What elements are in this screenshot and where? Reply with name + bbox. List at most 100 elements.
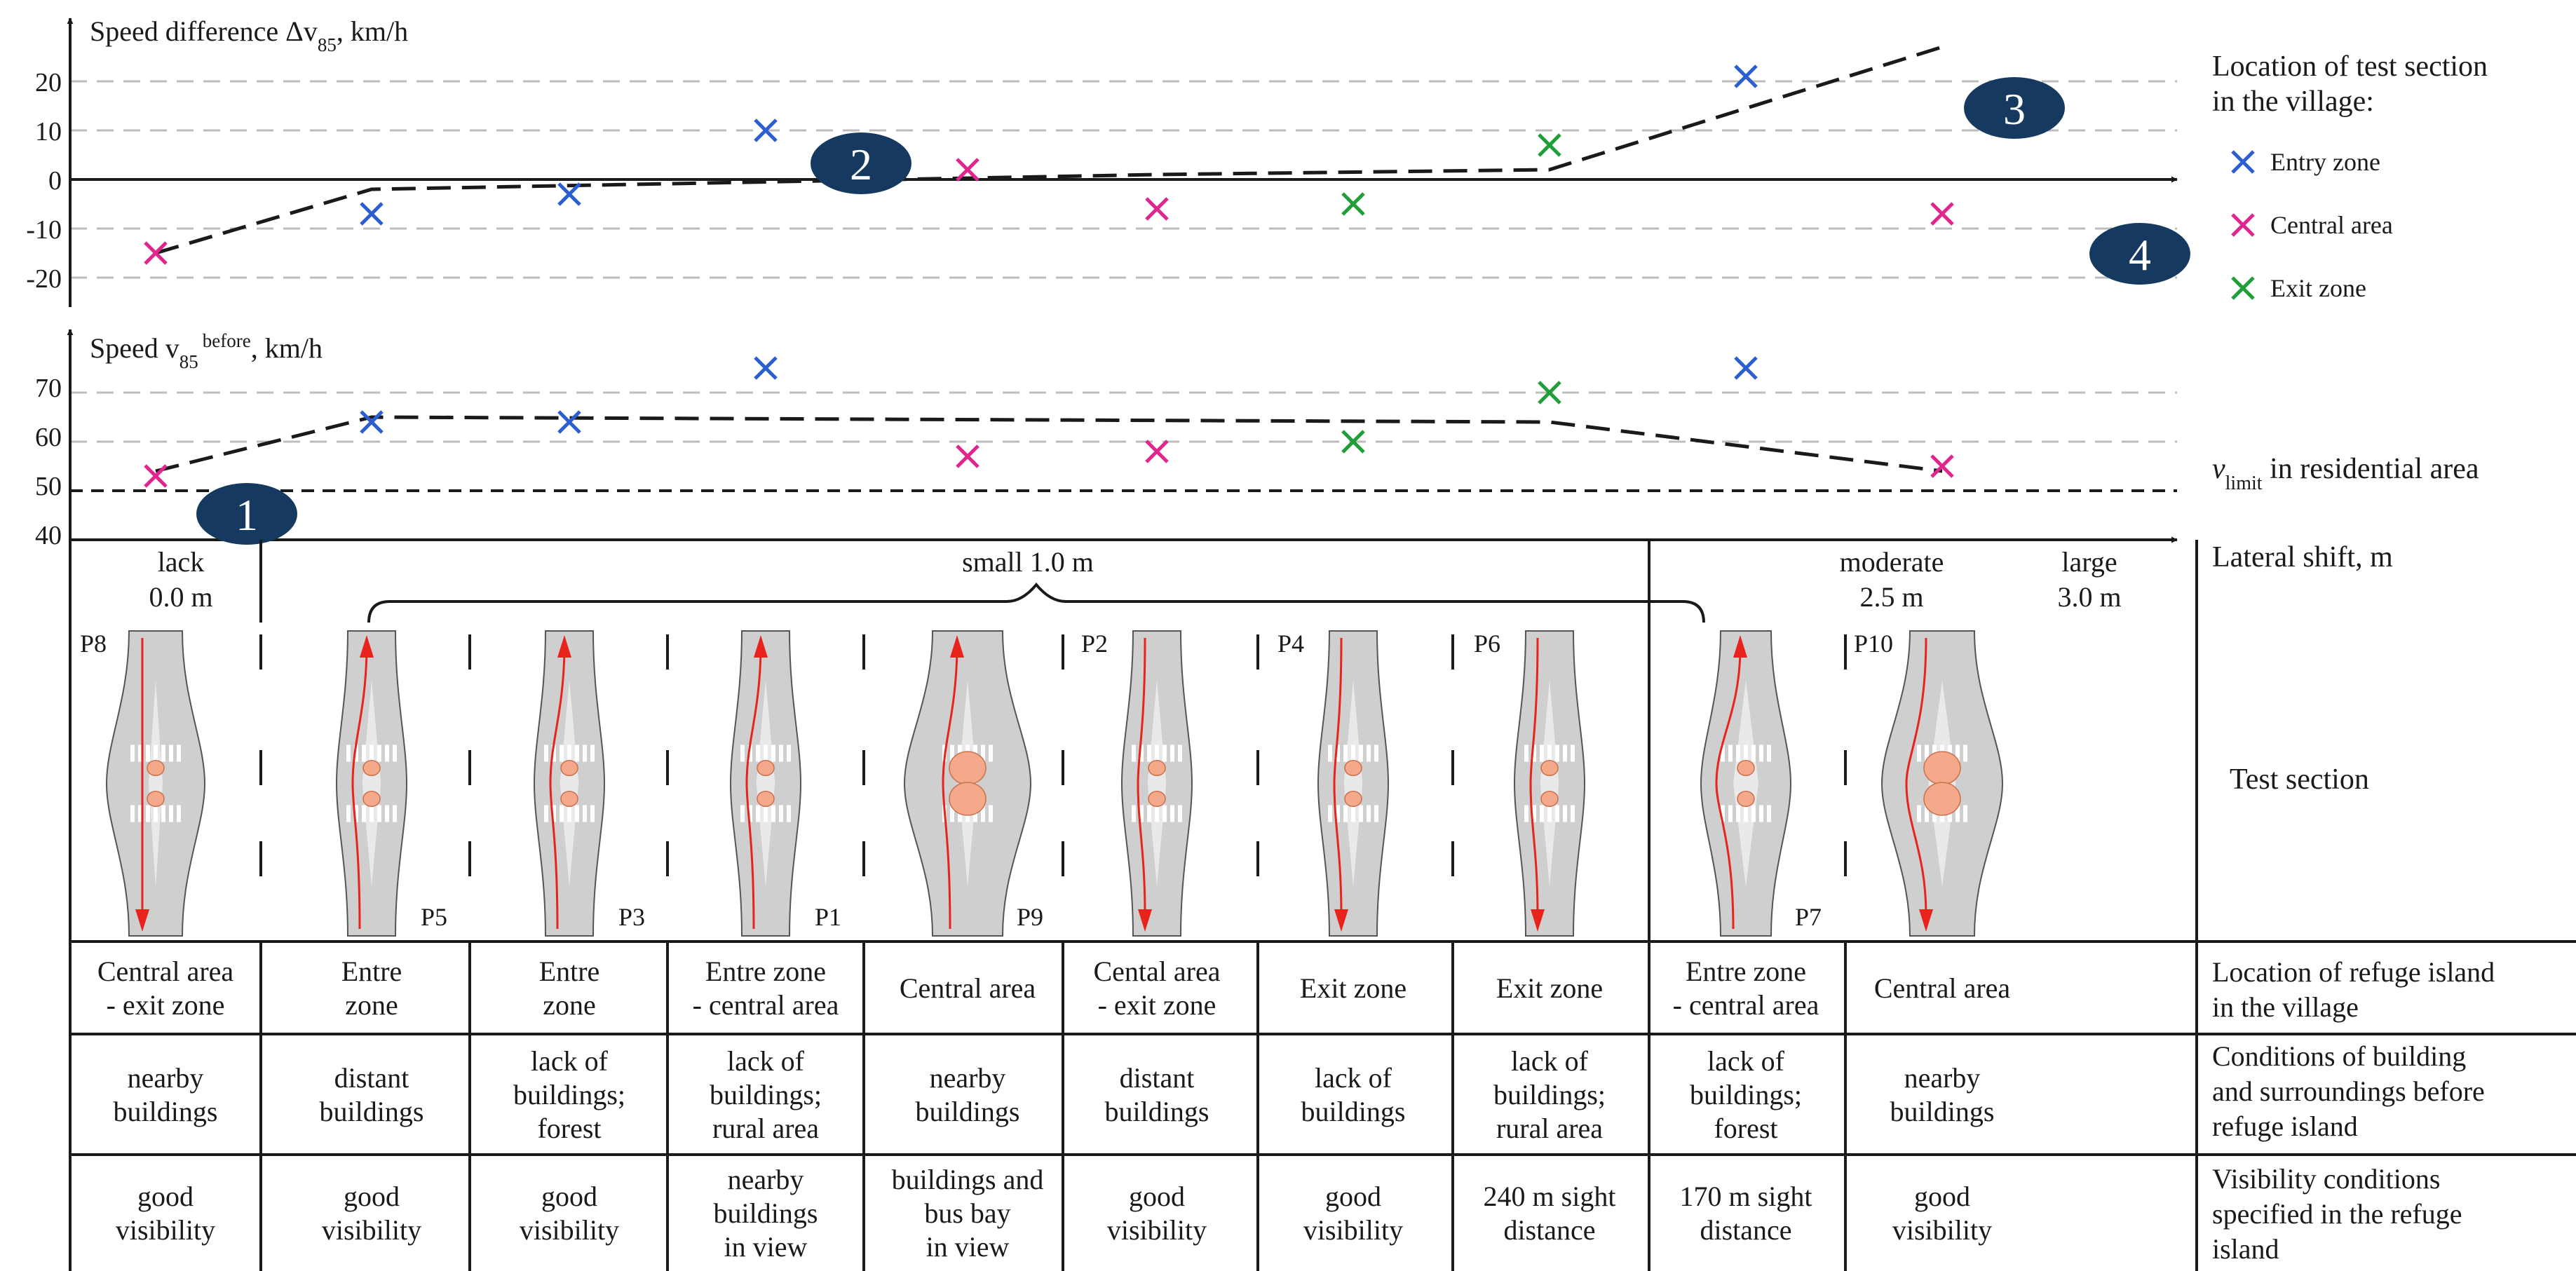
crosswalk-stripe (567, 745, 571, 762)
refuge-island (147, 790, 165, 808)
table-cell-text: distant (334, 1062, 409, 1094)
hatched-area (149, 680, 163, 887)
crosswalk-stripe (130, 745, 135, 762)
crosswalk-stripe (989, 745, 993, 762)
refuge-island (362, 759, 381, 777)
crosswalk-stripe (1139, 745, 1144, 762)
table-cell-text: forest (1714, 1113, 1777, 1144)
crosswalk-stripe (981, 745, 985, 762)
crosswalk-stripe (1955, 805, 1960, 822)
crosswalk-stripe (362, 805, 366, 822)
row-label-line: specified in the refuge (2212, 1198, 2462, 1230)
crosswalk-stripe (740, 745, 745, 762)
top-y-tick: -10 (26, 215, 62, 245)
top-point-central-p2 (1145, 197, 1169, 221)
row-label-line: Location of refuge island (2212, 956, 2495, 988)
crosswalk-stripe (1925, 805, 1929, 822)
legend-marker-central (2231, 213, 2255, 237)
crosswalk-stripe (1170, 745, 1174, 762)
crosswalk-stripe (787, 805, 791, 822)
crosswalk-stripe (161, 805, 165, 822)
driving-trajectory (549, 651, 566, 930)
bottom-gridlines (70, 391, 2177, 443)
legend-item-central: Central area (2231, 211, 2393, 239)
test-section-p2: P2 (1081, 630, 1193, 937)
crosswalk-stripe (1555, 805, 1559, 822)
bottom-point-central-p8 (144, 464, 168, 488)
crosswalk-stripe (1170, 805, 1174, 822)
table-cell-text: Entre zone (1686, 956, 1806, 987)
crosswalk-stripe (575, 805, 579, 822)
top-y-axis-title: Speed difference Δv85, km/h (90, 15, 408, 55)
trajectory-arrowhead (1334, 909, 1348, 932)
table-cell-text: lack of (727, 1045, 805, 1077)
refuge-island (949, 751, 987, 785)
table-cell-text: lack of (531, 1045, 609, 1077)
crosswalk-stripe (1767, 745, 1771, 762)
table-cell-text: zone (543, 989, 596, 1021)
table-cell-text: Exit zone (1300, 972, 1406, 1004)
crosswalk-stripe (1744, 745, 1748, 762)
top-point-central-p9 (956, 158, 979, 182)
bottom-y-tick: 40 (35, 521, 62, 550)
table-cell-text: visibility (1892, 1214, 1992, 1246)
table-cell-text: buildings (320, 1096, 424, 1127)
refuge-island (1540, 790, 1559, 808)
trajectory-arrowhead (950, 635, 964, 658)
table-frame (69, 540, 2576, 1271)
top-point-central-p8 (144, 241, 168, 265)
table-cell-text: distant (1120, 1062, 1195, 1094)
crosswalk-stripe (1744, 805, 1748, 822)
crosswalk-stripe (1917, 805, 1921, 822)
table-cell-text: visibility (116, 1214, 215, 1246)
crosswalk-stripe (1162, 745, 1167, 762)
refuge-island (949, 782, 987, 816)
table-cell-text: forest (537, 1113, 601, 1144)
table-cell-text: rural area (1496, 1113, 1603, 1144)
legend-marker-entry (2231, 150, 2255, 174)
crosswalk-stripe (1547, 745, 1552, 762)
table-cell-text: visibility (322, 1214, 421, 1246)
shift-group-lack-value: 0.0 m (149, 581, 212, 613)
speed-limit-label: vlimit in residential area (2212, 453, 2479, 494)
badge-1-label: 1 (236, 490, 258, 540)
crosswalk-stripe (950, 745, 954, 762)
test-section-id: P8 (80, 630, 107, 658)
crosswalk-stripe (1328, 745, 1332, 762)
crosswalk-stripe (1524, 805, 1528, 822)
crosswalk-stripe (544, 745, 548, 762)
crosswalk-stripe (1736, 805, 1740, 822)
table-cell-text: buildings; (513, 1079, 625, 1110)
badge-2-shape (811, 132, 911, 194)
table-cell-text: buildings; (1493, 1079, 1606, 1110)
crosswalk-stripe (1367, 805, 1371, 822)
crosswalk-stripe (1336, 805, 1340, 822)
refuge-island (1344, 759, 1362, 777)
table-cell-text: lack of (1315, 1062, 1392, 1094)
legend-item-exit: Exit zone (2231, 274, 2366, 302)
crosswalk-stripe (1162, 805, 1167, 822)
bottom-point-entry-p7 (1734, 356, 1758, 380)
test-section-p8: P8 (80, 630, 206, 937)
crosswalk-stripe (1328, 805, 1332, 822)
crosswalk-stripe (377, 805, 381, 822)
table-cell-text: buildings; (710, 1079, 822, 1110)
row-label-line: Conditions of building (2212, 1040, 2466, 1072)
crosswalk-stripe (146, 805, 150, 822)
refuge-island (1148, 759, 1166, 777)
legend-title: Location of test section (2212, 50, 2488, 83)
hatched-area (756, 680, 775, 887)
crosswalk-stripe (385, 745, 389, 762)
crosswalk-stripe (370, 745, 374, 762)
driving-trajectory (745, 651, 762, 930)
trajectory-arrowhead (1138, 909, 1152, 932)
hatched-area (560, 680, 579, 887)
table-cell-text: Central area (1874, 972, 2011, 1004)
table-cell-text: nearby (128, 1062, 204, 1094)
top-point-entry-p7 (1734, 64, 1758, 88)
crosswalk-stripe (1155, 805, 1159, 822)
crosswalk-stripe (138, 745, 142, 762)
table-cell-text: lack of (1511, 1045, 1589, 1077)
crosswalk-stripe (161, 745, 165, 762)
trajectory-arrowhead (754, 635, 768, 658)
